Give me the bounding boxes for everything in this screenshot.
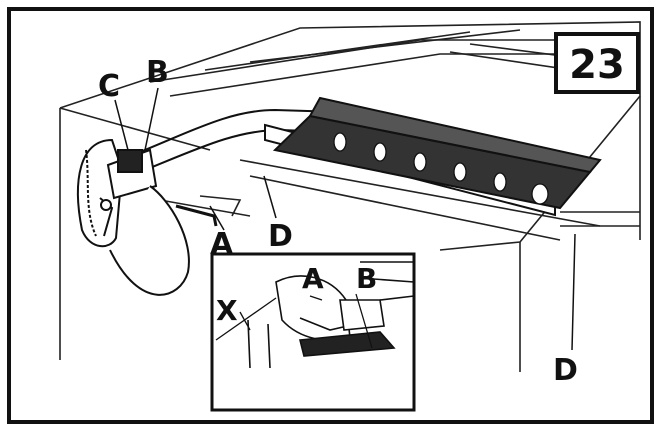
label-a: A (210, 227, 234, 262)
leader-lines (114, 87, 576, 351)
step-number: 23 (569, 42, 625, 88)
label-c: C (98, 69, 120, 104)
inset-detail (210, 252, 416, 412)
inset-label-x: X (216, 294, 238, 327)
step-number-badge: 23 (554, 32, 640, 94)
label-b: B (146, 55, 169, 90)
label-d-center: D (268, 219, 293, 254)
valve-knob (76, 138, 218, 296)
inset-label-a: A (302, 262, 324, 295)
inset-label-b: B (356, 262, 377, 295)
label-d-right: D (553, 353, 578, 388)
burner-tube (139, 96, 602, 217)
